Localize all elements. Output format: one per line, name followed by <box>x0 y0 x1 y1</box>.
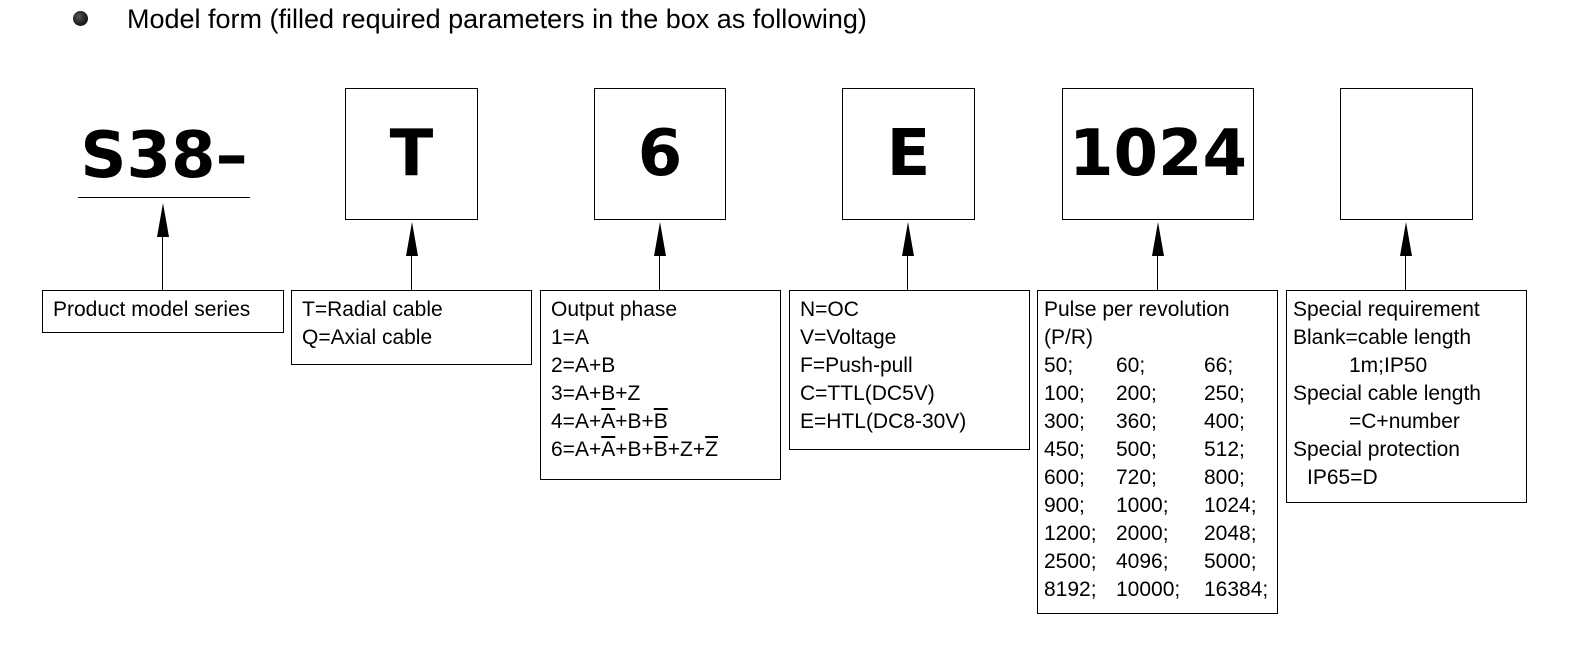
pulse-unit: (P/R) <box>1044 326 1093 349</box>
phase-title: Output phase <box>551 298 678 321</box>
phase-option-part: 6=A+ <box>551 438 602 461</box>
pulse-value: 10000; <box>1116 578 1181 601</box>
pulse-value: 1024; <box>1204 494 1257 517</box>
pulse-value: 250; <box>1204 382 1245 405</box>
pulse-value: 500; <box>1116 438 1157 461</box>
output-option: E=HTL(DC8-30V) <box>800 410 967 433</box>
phase-option-part: A <box>601 410 616 433</box>
pulse-value: 2000; <box>1116 522 1169 545</box>
phase-option: 3=A+B+Z <box>551 382 641 405</box>
special-line: Special cable length <box>1293 382 1481 405</box>
pulse-value: 720; <box>1116 466 1157 489</box>
special-line: 1m;IP50 <box>1349 354 1428 377</box>
phase-option: 4=A+A+B+B <box>551 408 770 436</box>
bullet-icon <box>73 11 88 26</box>
pulse-code-box: 1024 <box>1062 88 1254 220</box>
series-underline <box>78 197 250 198</box>
pulse-code: 1024 <box>1068 117 1248 191</box>
phase-option-part: +B+ <box>615 410 654 433</box>
cable-option: Q=Axial cable <box>302 326 433 349</box>
special-code-box <box>1340 88 1473 220</box>
pulse-value: 8192; <box>1044 578 1097 601</box>
special-line: Blank=cable length <box>1293 326 1472 349</box>
arrow-shaft <box>907 255 908 291</box>
phase-option-part: 4=A+ <box>551 410 602 433</box>
phase-option-part: A <box>601 438 616 461</box>
output-option: N=OC <box>800 298 859 321</box>
pulse-value: 800; <box>1204 466 1245 489</box>
arrow-up-icon <box>902 222 914 256</box>
arrow-up-icon <box>406 222 418 256</box>
pulse-value: 2048; <box>1204 522 1257 545</box>
pulse-value: 16384; <box>1204 578 1269 601</box>
output-option: F=Push-pull <box>800 354 913 377</box>
series-desc-box: Product model series <box>42 290 284 333</box>
arrow-up-icon <box>157 203 169 237</box>
special-line: IP65=D <box>1307 466 1378 489</box>
cable-code: T <box>389 117 434 191</box>
pulse-value: 5000; <box>1204 550 1257 573</box>
phase-code: 6 <box>637 117 683 191</box>
phase-desc-box: Output phase 1=A 2=A+B 3=A+B+Z 4=A+A+B+B… <box>540 290 781 480</box>
phase-option: 1=A <box>551 326 589 349</box>
arrow-shaft <box>1157 255 1158 291</box>
pulse-value: 2500; <box>1044 550 1097 573</box>
pulse-title: Pulse per revolution <box>1044 298 1230 321</box>
pulse-value: 4096; <box>1116 550 1169 573</box>
pulse-value: 60; <box>1116 354 1146 377</box>
arrow-shaft <box>659 255 660 291</box>
pulse-desc-box: Pulse per revolution (P/R) 50; 60; 66; 100… <box>1037 290 1278 614</box>
arrow-up-icon <box>1400 222 1412 256</box>
phase-option-part: Z <box>705 438 718 461</box>
pulse-value: 400; <box>1204 410 1245 433</box>
series-code: S38– <box>80 119 248 193</box>
output-desc-box: N=OC V=Voltage F=Push-pull C=TTL(DC5V) E… <box>789 290 1030 450</box>
arrow-shaft <box>1405 255 1406 291</box>
page-title: Model form (filled required parameters i… <box>127 4 867 34</box>
special-line: =C+number <box>1349 410 1460 433</box>
pulse-value: 512; <box>1204 438 1245 461</box>
special-line: Special requirement <box>1293 298 1480 321</box>
phase-code-box: 6 <box>594 88 726 220</box>
phase-option: 2=A+B <box>551 354 616 377</box>
arrow-up-icon <box>654 222 666 256</box>
output-option: V=Voltage <box>800 326 897 349</box>
special-desc-box: Special requirement Blank=cable length 1… <box>1286 290 1527 503</box>
pulse-value: 300; <box>1044 410 1085 433</box>
pulse-value: 600; <box>1044 466 1085 489</box>
pulse-values: 50; 60; 66; 100; 200; 250; 300; 360; 400; 450;… <box>1044 352 1273 604</box>
cable-code-box: T <box>345 88 478 220</box>
pulse-value: 200; <box>1116 382 1157 405</box>
pulse-value: 1000; <box>1116 494 1169 517</box>
phase-option-part: B <box>653 410 668 433</box>
pulse-value: 50; <box>1044 354 1074 377</box>
pulse-value: 900; <box>1044 494 1085 517</box>
arrow-up-icon <box>1152 222 1164 256</box>
cable-desc-box: T=Radial cable Q=Axial cable <box>291 290 532 365</box>
pulse-value: 450; <box>1044 438 1085 461</box>
pulse-value: 66; <box>1204 354 1234 377</box>
pulse-value: 1200; <box>1044 522 1097 545</box>
phase-option: 6=A+A+B+B+Z+Z <box>551 436 770 464</box>
arrow-shaft <box>162 236 163 291</box>
arrow-shaft <box>411 255 412 291</box>
output-code-box: E <box>842 88 975 220</box>
phase-option-part: +B+ <box>615 438 654 461</box>
pulse-value: 360; <box>1116 410 1157 433</box>
phase-option-part: +Z+ <box>667 438 706 461</box>
cable-option: T=Radial cable <box>302 298 443 321</box>
special-line: Special protection <box>1293 438 1460 461</box>
phase-option-part: B <box>653 438 668 461</box>
series-desc: Product model series <box>53 298 251 321</box>
output-code: E <box>886 117 931 191</box>
pulse-value: 100; <box>1044 382 1085 405</box>
output-option: C=TTL(DC5V) <box>800 382 935 405</box>
